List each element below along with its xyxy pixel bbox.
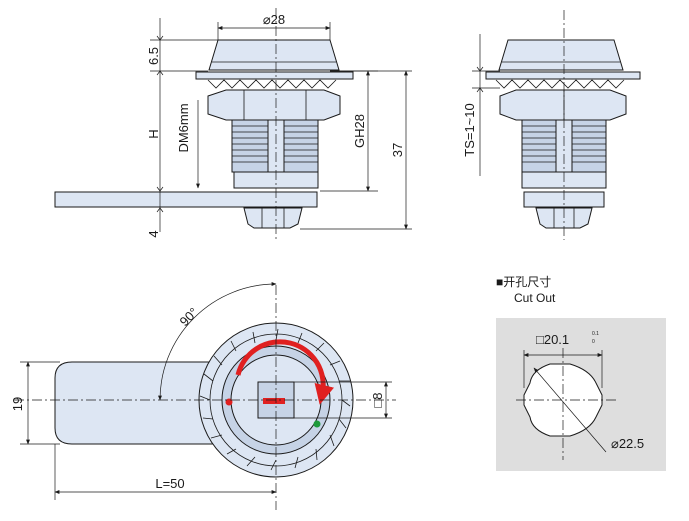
cam-lock-cap [208, 39, 340, 71]
dim-bottom: 4 [146, 230, 161, 237]
dim-length: L=50 [155, 476, 184, 491]
cutout-hole [523, 363, 603, 437]
dim-panel-thickness: TS=1~10 [462, 103, 477, 157]
dim-thread: DM6mm [176, 103, 191, 152]
dim-height: 19 [10, 397, 25, 411]
dim-h: H [146, 129, 161, 138]
cutout-diameter-dim: ⌀22.5 [611, 436, 644, 451]
end-view: TS=1~10 [462, 10, 641, 240]
dim-square: □8 [370, 392, 385, 407]
cutout-title-cn: ■开孔尺寸 [496, 275, 551, 289]
side-view: ⌀28 6.5 H 4 DM6mm GH28 37 [54, 8, 412, 240]
hex-nut [207, 89, 341, 121]
dim-top-diameter: ⌀28 [263, 12, 285, 27]
dim-grip: GH28 [352, 114, 367, 148]
dim-angle: 90° [177, 305, 202, 330]
cutout-square-dim: □20.1 [536, 332, 569, 347]
lock-washer [207, 79, 337, 89]
lock-marker [263, 398, 285, 404]
cam-arm-front [54, 361, 223, 445]
cutout-tol-upper: 0.1 [592, 331, 599, 337]
dim-cap-height: 6.5 [146, 47, 161, 65]
lock-position-dot [225, 398, 233, 406]
cutout-section: ■开孔尺寸 Cut Out □20.1 0.1 0 ⌀22.5 [496, 275, 666, 471]
cam-arm [54, 191, 318, 208]
retaining-screw [243, 207, 303, 229]
cutout-tol-lower: 0 [592, 339, 595, 345]
cutout-title-en: Cut Out [514, 291, 556, 305]
dim-total: 37 [390, 143, 405, 157]
flange [195, 71, 354, 80]
front-view: 90° 19 □8 L=50 [10, 282, 396, 510]
unlock-position-dot [313, 420, 321, 428]
